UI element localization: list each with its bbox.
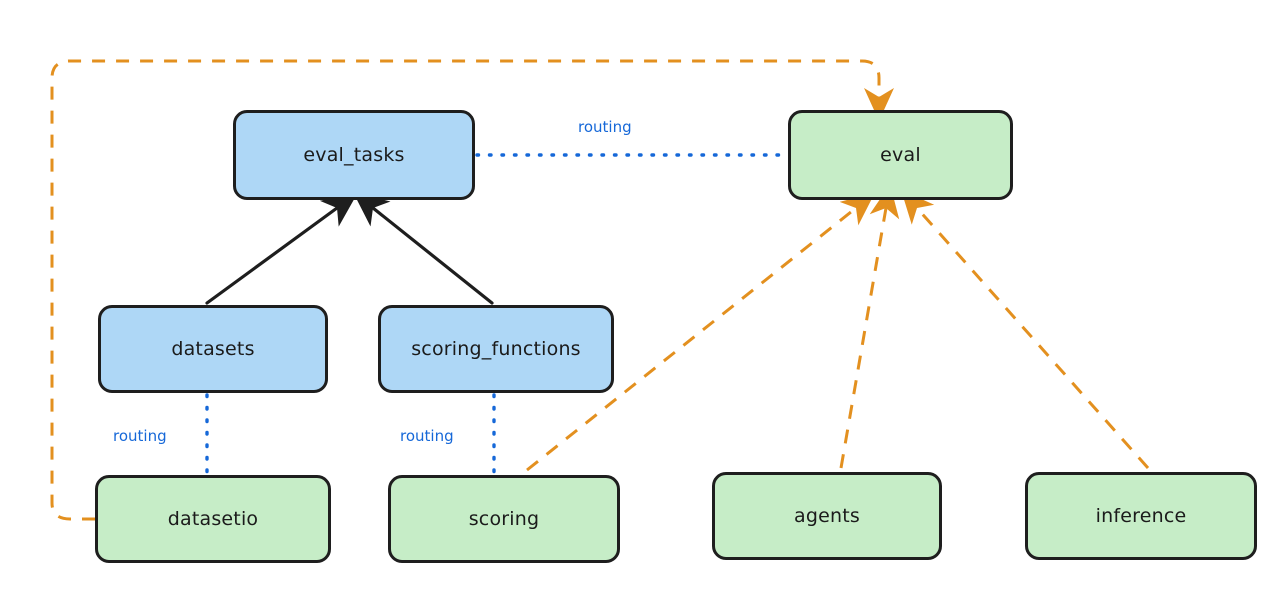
node-label: scoring [468,508,540,530]
edge-label-routing-eval-tasks-eval: routing [578,118,632,136]
node-datasetio[interactable]: datasetio [95,475,331,563]
edge-agents-to-eval [839,184,900,469]
edge-label-routing-datasets-datasetio: routing [113,427,167,445]
edge-scoring-functions-to-eval_tasks [352,192,494,305]
node-label: inference [1095,505,1187,527]
edge-datasetio-to-eval [50,59,894,521]
node-datasets[interactable]: datasets [98,305,328,393]
node-agents[interactable]: agents [712,472,942,560]
node-label: eval_tasks [303,144,405,166]
node-label: datasets [171,338,255,360]
edge-datasets-to-eval_tasks [205,192,358,305]
edge-inference-to-eval [901,190,1150,469]
node-eval[interactable]: eval [788,110,1013,200]
edge-scoring-to-eval [526,193,875,472]
node-eval-tasks[interactable]: eval_tasks [233,110,475,200]
node-label: agents [794,505,860,527]
edge-label-routing-scoring-functions-scoring: routing [400,427,454,445]
node-scoring[interactable]: scoring [388,475,620,563]
node-label: scoring_functions [411,338,581,360]
node-label: eval [880,144,921,166]
node-scoring-functions[interactable]: scoring_functions [378,305,614,393]
node-label: datasetio [167,508,259,530]
node-inference[interactable]: inference [1025,472,1257,560]
